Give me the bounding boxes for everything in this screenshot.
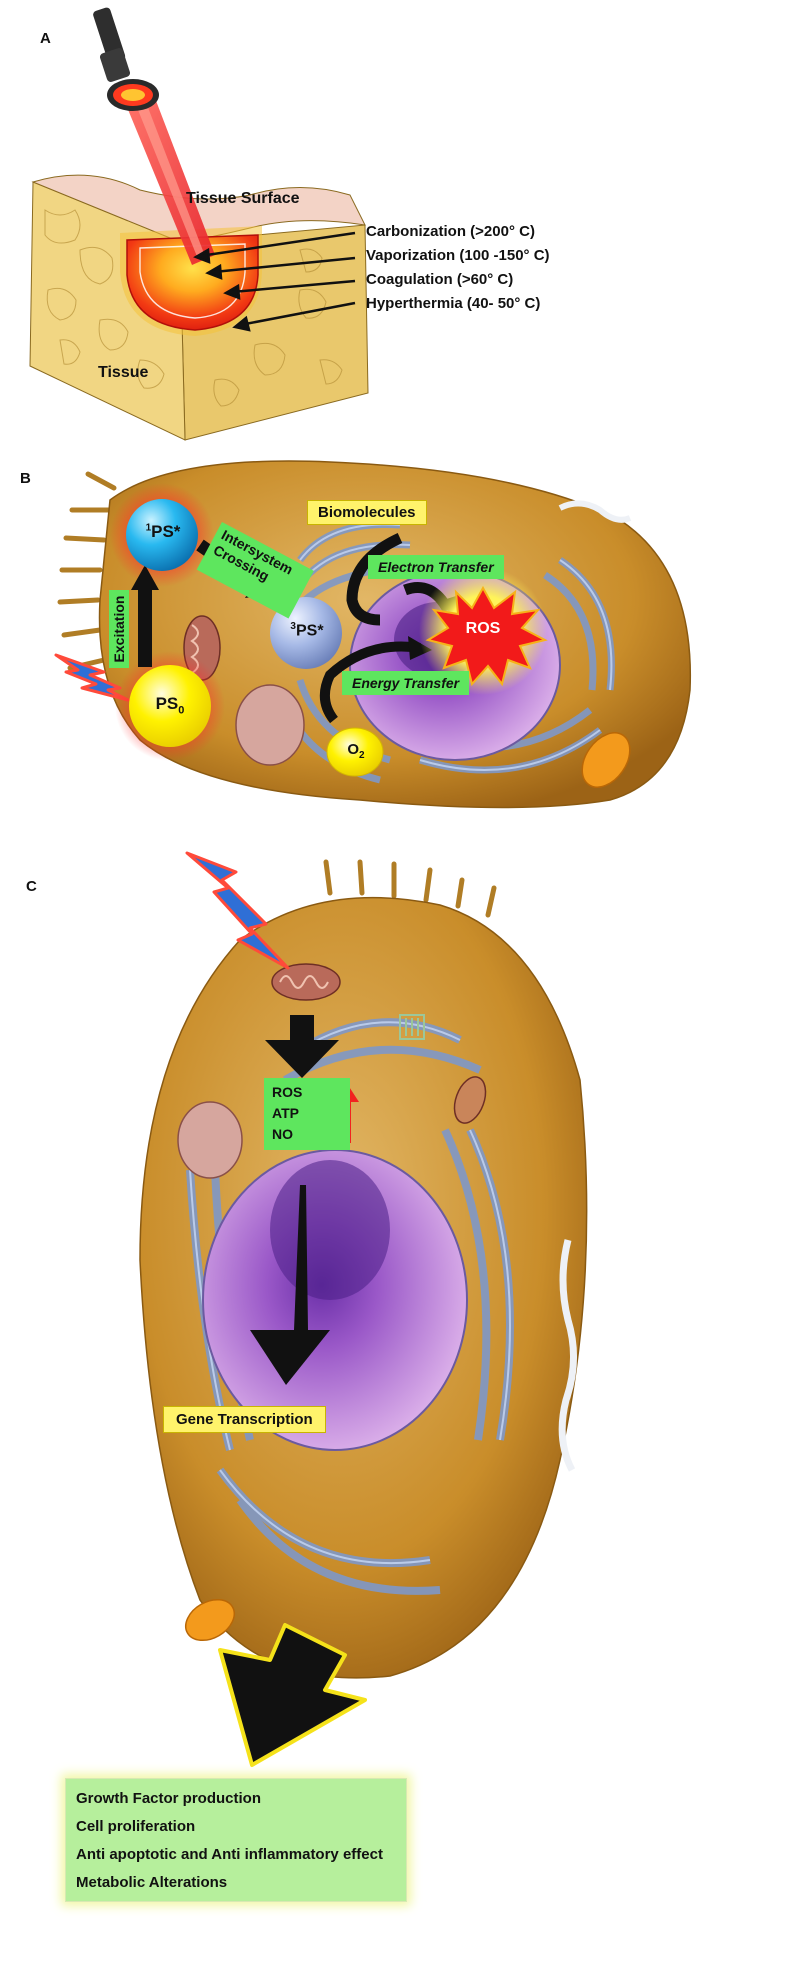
panel-a-illustration xyxy=(29,7,369,441)
mediator-ros: ROS xyxy=(272,1084,303,1100)
triplet-superscript: 3 xyxy=(290,621,296,632)
laser-handpiece xyxy=(93,7,159,111)
outcomes-box: Growth Factor production Cell proliferat… xyxy=(65,1778,407,1902)
ground-ps-sphere xyxy=(129,665,211,747)
electron-transfer-box: Electron Transfer xyxy=(368,555,504,579)
gene-transcription-arrow xyxy=(250,1185,330,1385)
mitochondrion xyxy=(271,963,341,1001)
panel-label-c: C xyxy=(26,878,37,895)
tissue-surface-label: Tissue Surface xyxy=(186,190,300,207)
outcome-anti-apoptotic: Anti apoptotic and Anti inflammatory eff… xyxy=(76,1846,383,1863)
oxygen-label: O2 xyxy=(331,741,381,761)
mediator-atp: ATP xyxy=(272,1105,299,1121)
ros-starburst xyxy=(419,567,548,695)
panel-c-signaling xyxy=(185,851,367,1767)
oxygen-sphere xyxy=(326,727,384,777)
excitation-arrow xyxy=(131,565,159,667)
oxygen-subscript: 2 xyxy=(359,750,365,761)
mediators-box: ROS ATP NO xyxy=(264,1078,350,1150)
panel-label-a: A xyxy=(40,30,51,47)
mediator-no: NO xyxy=(272,1126,293,1142)
energy-transfer-box: Energy Transfer xyxy=(342,671,470,695)
outcome-growth-factor: Growth Factor production xyxy=(76,1790,261,1807)
carbonization-label: Carbonization (>200° C) xyxy=(366,223,535,240)
coagulation-label: Coagulation (>60° C) xyxy=(366,271,514,288)
panel-label-b: B xyxy=(20,470,31,487)
singlet-text: PS* xyxy=(151,522,181,541)
singlet-superscript: 1 xyxy=(145,522,152,534)
ground-ps-label: PS0 xyxy=(135,694,205,716)
singlet-ps-sphere xyxy=(126,499,198,571)
excitation-box: Excitation xyxy=(109,590,129,668)
biomolecules-box: Biomolecules xyxy=(307,500,427,525)
down-arrow xyxy=(265,1015,339,1078)
triplet-ps-label: 3PS* xyxy=(272,621,342,640)
singlet-ps-label: 1PS* xyxy=(128,522,198,542)
oxygen-text: O xyxy=(347,741,360,758)
panel-c-cell xyxy=(139,859,588,1679)
ground-text: PS xyxy=(155,694,179,713)
ros-label: ROS xyxy=(465,620,501,637)
outcome-metabolic: Metabolic Alterations xyxy=(76,1874,228,1891)
hyperthermia-label: Hyperthermia (40- 50° C) xyxy=(366,295,541,312)
tissue-label: Tissue xyxy=(98,364,149,381)
panel-b-photochemistry xyxy=(54,483,548,777)
excitation-label: Excitation xyxy=(111,595,127,663)
outcome-cell-proliferation: Cell proliferation xyxy=(76,1818,196,1835)
triplet-text: PS* xyxy=(295,622,324,640)
ground-subscript: 0 xyxy=(178,704,185,717)
vaporization-label: Vaporization (100 -150° C) xyxy=(366,247,550,264)
gene-transcription-box: Gene Transcription xyxy=(163,1406,326,1433)
lightning-bolt-icon xyxy=(185,851,290,970)
energy-transfer-arrow xyxy=(319,636,432,724)
outcome-arrow xyxy=(218,1623,367,1767)
